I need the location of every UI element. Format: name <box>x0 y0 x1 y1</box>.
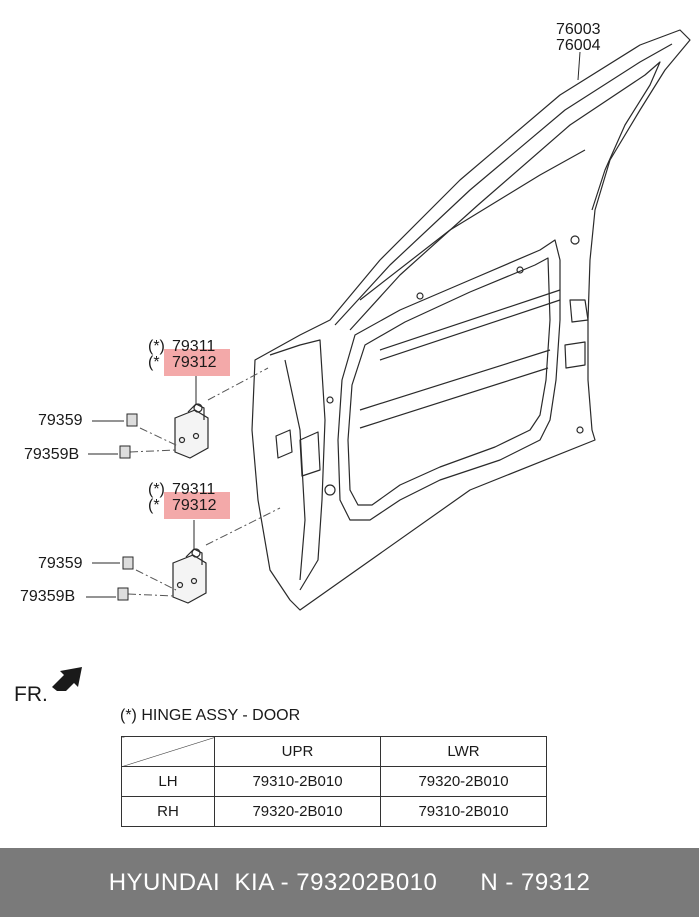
front-arrow-icon <box>52 667 82 691</box>
footer-banner: HYUNDAI KIA - 793202B010 N - 79312 <box>0 848 699 917</box>
upper-bolts <box>119 413 138 459</box>
upper-hinge-highlight <box>164 349 230 376</box>
upper-hinge-part-79312: 79312 <box>172 354 217 371</box>
door-part-number-2: 76004 <box>556 37 601 54</box>
table-cell-lwr: 79320-2B010 <box>380 766 547 797</box>
upper-bolt-label: 79359 <box>38 412 83 429</box>
window-sash <box>334 43 673 326</box>
lower-hinge-part-79312: 79312 <box>172 497 217 514</box>
table-header-row: UPR LWR <box>121 736 547 767</box>
lower-hinge-part-79311: 79311 <box>172 481 216 498</box>
lower-bolts <box>117 556 134 601</box>
table-cell-side: RH <box>121 796 215 827</box>
upper-hinge <box>174 403 209 459</box>
table-cell-upr: 79320-2B010 <box>214 796 381 827</box>
door-part-number-1: 76003 <box>556 21 601 38</box>
lower-hinge-asterisk-1: (*) <box>148 481 165 498</box>
table-row: LH 79310-2B010 79320-2B010 <box>121 766 547 797</box>
footer-brand-part: HYUNDAI KIA - 793202B010 <box>108 869 438 896</box>
door-outer-frame <box>251 29 691 611</box>
table-header-lwr: LWR <box>380 736 547 767</box>
upper-hinge-part-79311: 79311 <box>172 338 216 355</box>
door-hinge-diagram <box>86 29 691 611</box>
upper-hinge-asterisk-1: (*) <box>148 338 165 355</box>
lower-bolt-b-label: 79359B <box>20 588 76 605</box>
lower-hinge <box>172 548 207 604</box>
footer-diagram-ref: N - 79312 <box>480 869 591 896</box>
lower-bolt-label: 79359 <box>38 555 83 572</box>
lower-hinge-highlight <box>164 492 230 519</box>
parts-table: UPR LWR LH 79310-2B010 79320-2B010 RH 79… <box>121 736 547 827</box>
upper-hinge-asterisk-2: (* <box>148 354 160 371</box>
table-header-upr: UPR <box>214 736 381 767</box>
hinge-assy-note: (*) HINGE ASSY - DOOR <box>120 707 301 724</box>
table-corner-cell <box>121 736 215 767</box>
table-cell-lwr: 79310-2B010 <box>380 796 547 827</box>
inner-panel-opening <box>337 239 561 521</box>
lower-hinge-asterisk-2: (* <box>148 497 160 514</box>
table-cell-upr: 79310-2B010 <box>214 766 381 797</box>
upper-bolt-b-label: 79359B <box>24 446 80 463</box>
front-label: FR. <box>14 683 48 706</box>
table-row: RH 79320-2B010 79310-2B010 <box>121 796 547 827</box>
table-cell-side: LH <box>121 766 215 797</box>
